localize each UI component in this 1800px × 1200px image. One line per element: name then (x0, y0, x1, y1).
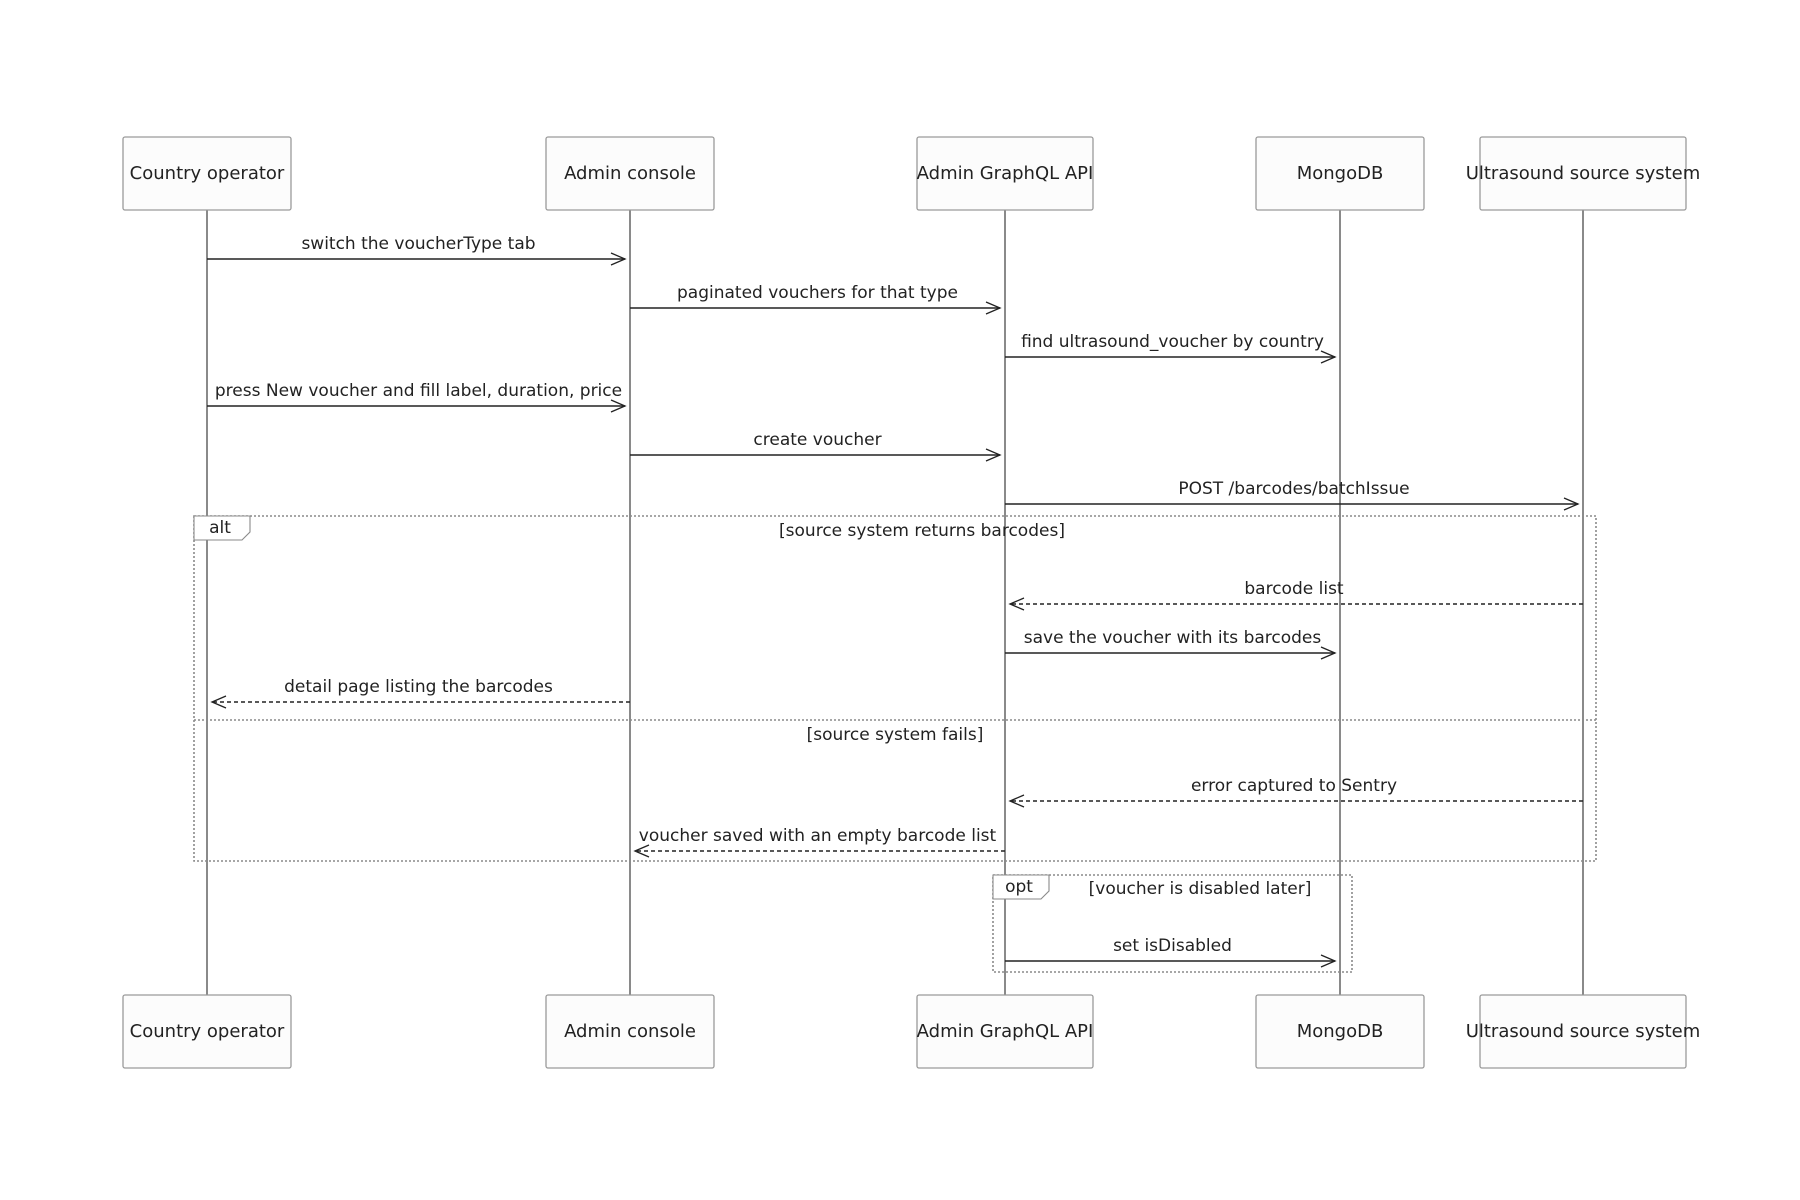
fragment-tab (193, 515, 251, 541)
fragment-frame (193, 515, 1597, 862)
fragment-tab (992, 874, 1050, 900)
lifelines (206, 210, 1584, 995)
participant-label: Country operator (130, 163, 285, 184)
arrowhead-icon (610, 399, 627, 413)
message-11: voucher saved with an empty barcode list (633, 826, 1005, 858)
participant-console-top: Admin console (545, 136, 715, 211)
participant-box (1479, 994, 1687, 1069)
arrowhead-icon (633, 844, 650, 858)
participant-label: Admin console (564, 1021, 696, 1042)
message-1: switch the voucherType tab (207, 234, 627, 266)
fragment-condition: [voucher is disabled later] (1089, 879, 1312, 899)
fragment-alt: alt [source system returns barcodes] [sour… (193, 515, 1597, 862)
message-label: paginated vouchers for that type (677, 283, 958, 303)
arrowhead-icon (1563, 497, 1580, 511)
participant-api-bottom: Admin GraphQL API (916, 994, 1094, 1069)
message-label: find ultrasound_voucher by country (1021, 332, 1324, 352)
message-label: voucher saved with an empty barcode list (639, 826, 997, 846)
message-7: barcode list (1008, 579, 1583, 611)
participant-operator-top: Country operator (122, 136, 292, 211)
participant-label: Admin GraphQL API (917, 163, 1094, 184)
participant-console-bottom: Admin console (545, 994, 715, 1069)
message-label: save the voucher with its barcodes (1024, 628, 1322, 648)
arrowhead-icon (210, 695, 227, 709)
messages: switch the voucherType tab paginated vouc… (207, 234, 1583, 968)
participant-label: MongoDB (1297, 1021, 1384, 1042)
message-10: error captured to Sentry (1008, 776, 1583, 808)
message-3: find ultrasound_voucher by country (1005, 332, 1337, 364)
arrowhead-icon (1320, 350, 1337, 364)
message-4: press New voucher and fill label, durati… (207, 381, 627, 413)
message-2: paginated vouchers for that type (630, 283, 1002, 315)
arrowhead-icon (1008, 597, 1025, 611)
arrowhead-icon (985, 448, 1002, 462)
fragment-condition: [source system returns barcodes] (779, 521, 1065, 541)
participant-label: Admin GraphQL API (917, 1021, 1094, 1042)
participant-source-top: Ultrasound source system (1466, 136, 1701, 211)
fragments: alt [source system returns barcodes] [sour… (193, 515, 1597, 973)
participant-operator-bottom: Country operator (122, 994, 292, 1069)
message-label: error captured to Sentry (1191, 776, 1397, 796)
message-8: save the voucher with its barcodes (1005, 628, 1337, 660)
participant-box (545, 136, 715, 211)
fragment-kind-label: alt (209, 518, 231, 538)
arrowhead-icon (985, 301, 1002, 315)
message-label: set isDisabled (1113, 936, 1232, 956)
participant-mongo-bottom: MongoDB (1255, 994, 1425, 1069)
message-9: detail page listing the barcodes (210, 677, 630, 709)
message-label: barcode list (1244, 579, 1344, 599)
participant-box (1479, 136, 1687, 211)
message-label: create voucher (753, 430, 881, 450)
participant-box (916, 136, 1094, 211)
message-12: set isDisabled (1005, 936, 1337, 968)
participant-box (122, 136, 292, 211)
participant-box (1255, 136, 1425, 211)
participant-label: Ultrasound source system (1466, 163, 1701, 184)
arrowhead-icon (1008, 794, 1025, 808)
participant-box (122, 994, 292, 1069)
message-6: POST /barcodes/batchIssue (1005, 479, 1580, 511)
participant-label: MongoDB (1297, 163, 1384, 184)
participant-label: Ultrasound source system (1466, 1021, 1701, 1042)
message-label: press New voucher and fill label, durati… (215, 381, 622, 401)
participant-mongo-top: MongoDB (1255, 136, 1425, 211)
participant-label: Country operator (130, 1021, 285, 1042)
participant-api-top: Admin GraphQL API (916, 136, 1094, 211)
participant-box (545, 994, 715, 1069)
arrowhead-icon (610, 252, 627, 266)
message-5: create voucher (630, 430, 1002, 462)
fragment-opt: opt [voucher is disabled later] (992, 874, 1353, 973)
participant-source-bottom: Ultrasound source system (1466, 994, 1701, 1069)
arrowhead-icon (1320, 646, 1337, 660)
message-label: detail page listing the barcodes (284, 677, 553, 697)
message-label: POST /barcodes/batchIssue (1178, 479, 1409, 499)
participant-label: Admin console (564, 163, 696, 184)
message-label: switch the voucherType tab (301, 234, 535, 254)
participant-box (1255, 994, 1425, 1069)
fragment-kind-label: opt (1005, 877, 1033, 897)
arrowhead-icon (1320, 954, 1337, 968)
participant-box (916, 994, 1094, 1069)
fragment-condition: [source system fails] (807, 725, 984, 745)
